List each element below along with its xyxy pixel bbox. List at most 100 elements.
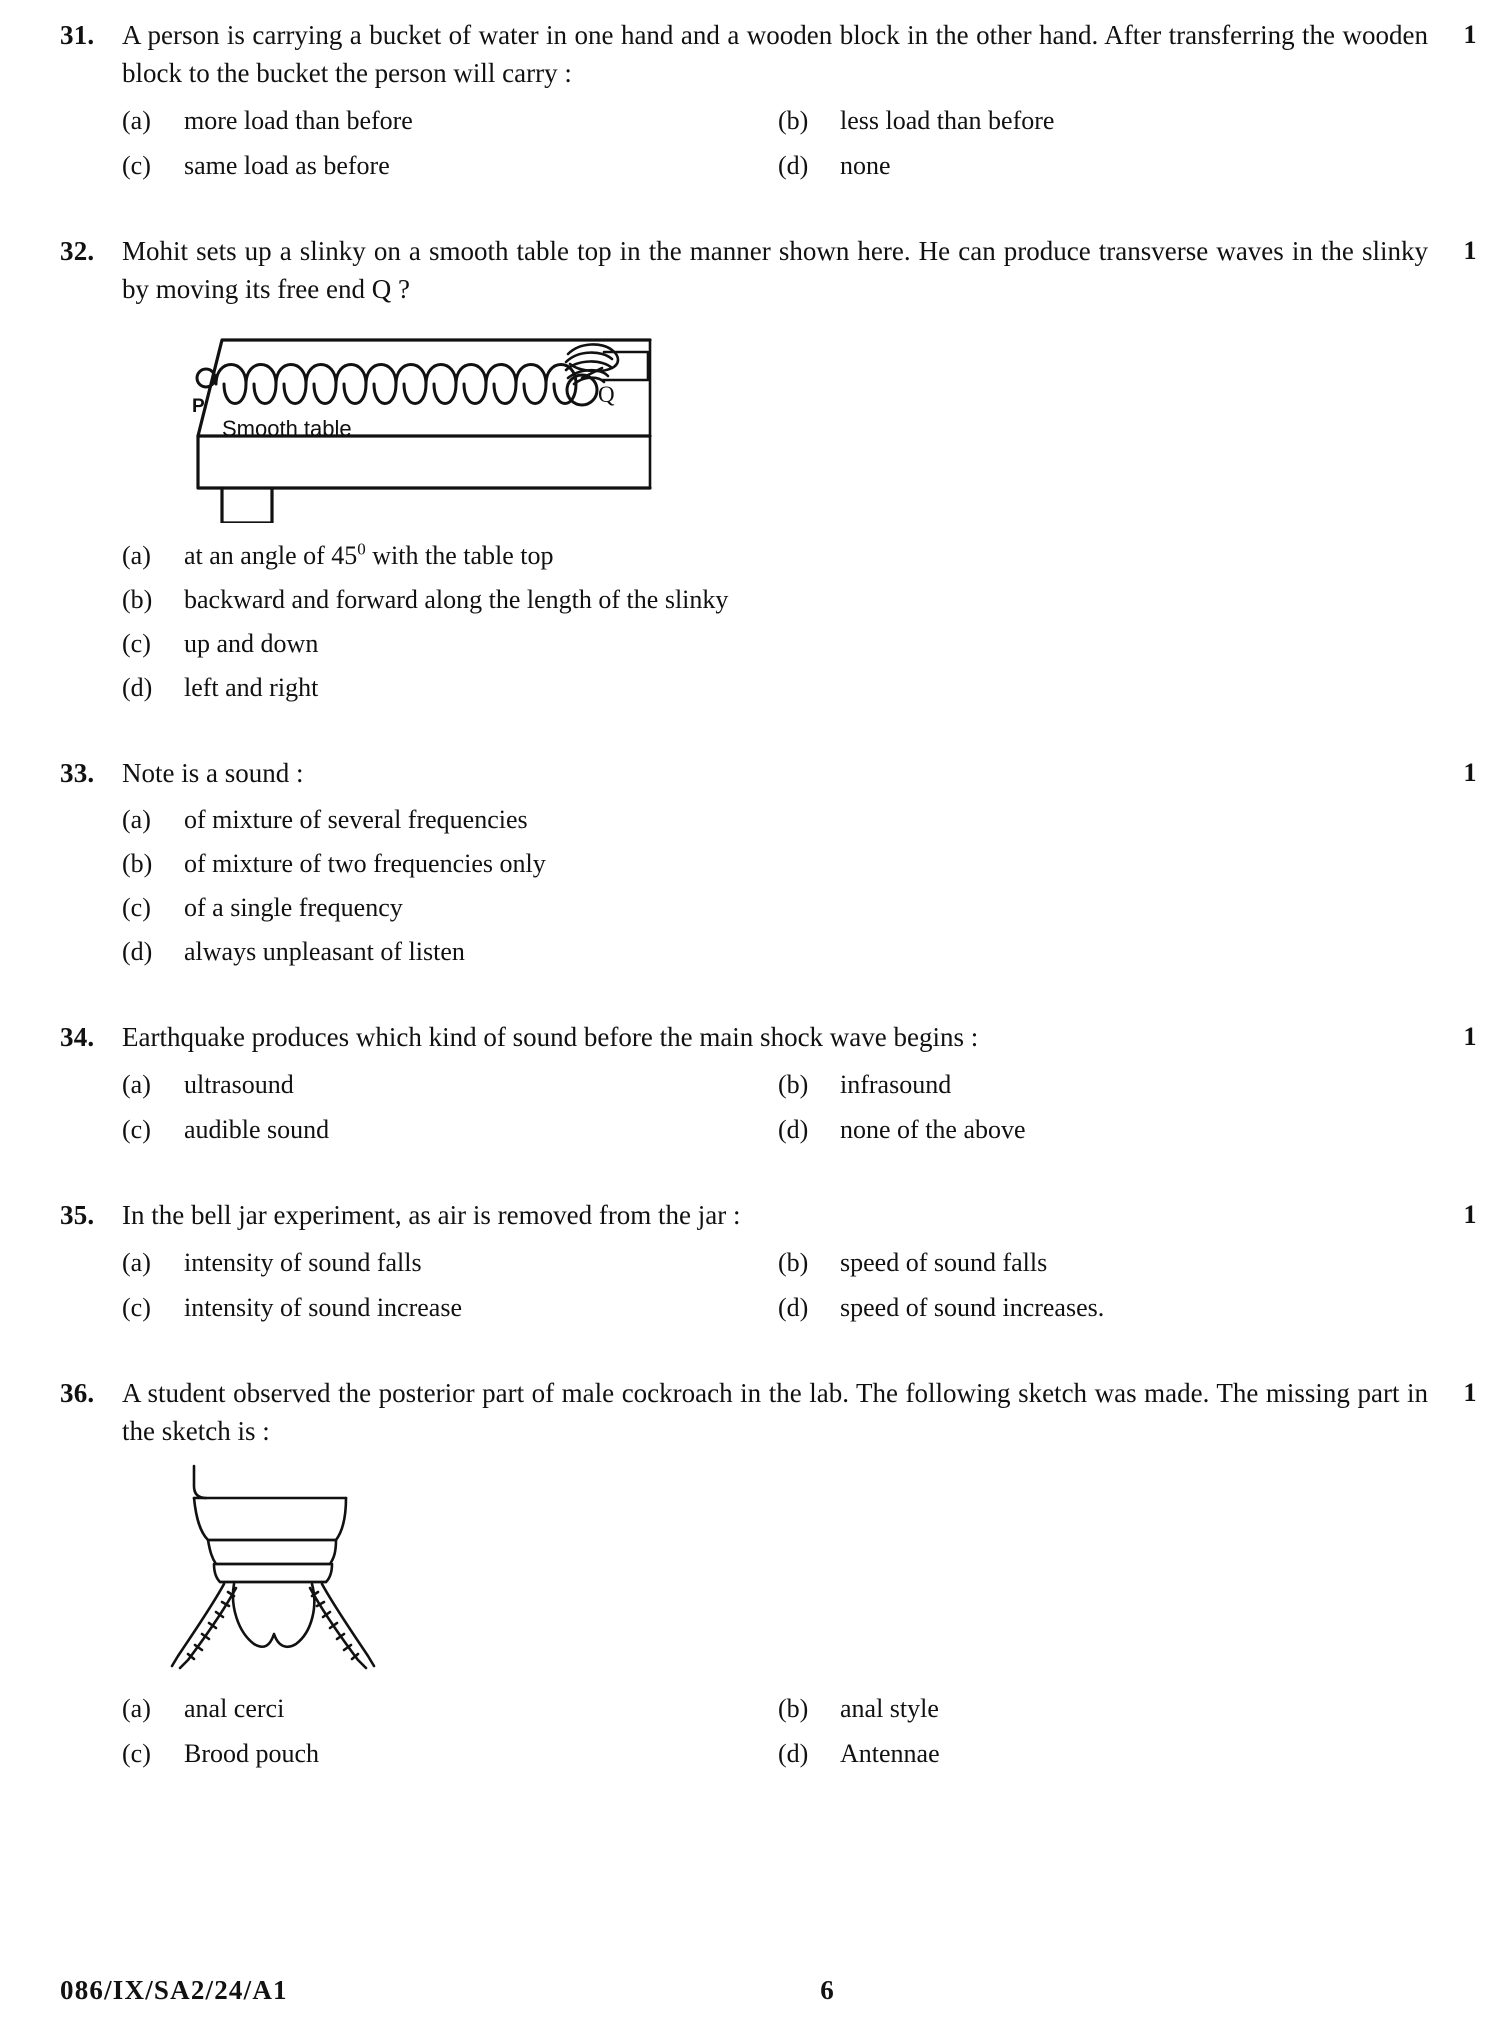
- option-key: (b): [778, 106, 809, 135]
- option-b[interactable]: (b) less load than before: [778, 98, 1434, 143]
- option-label: of mixture of several frequencies: [184, 805, 528, 834]
- option-key: (c): [122, 1115, 151, 1144]
- option-d[interactable]: (d) speed of sound increases.: [778, 1285, 1434, 1330]
- question-32: 32. Mohit sets up a slinky on a smooth t…: [0, 232, 1504, 710]
- option-key: (c): [122, 629, 151, 658]
- option-row: (a) more load than before (b) less load …: [122, 98, 1434, 143]
- question-stem: Note is a sound :: [122, 758, 304, 788]
- question-body: Earthquake produces which kind of sound …: [122, 1018, 1434, 1152]
- option-d[interactable]: (d) left and right: [122, 666, 1434, 710]
- spacer: [0, 188, 1504, 232]
- option-key: (d): [122, 673, 153, 702]
- option-key: (b): [778, 1070, 809, 1099]
- options-list: (a) ultrasound (b) infrasound (c) audibl…: [122, 1062, 1434, 1152]
- option-b[interactable]: (b) backward and forward along the lengt…: [122, 578, 1434, 622]
- option-key: (a): [122, 1248, 151, 1277]
- options-list: (a) at an angle of 450 with the table to…: [122, 534, 1434, 710]
- option-row: (a) ultrasound (b) infrasound: [122, 1062, 1434, 1107]
- paper-code: 086/IX/SA2/24/A1: [60, 1975, 288, 2005]
- question-stem: Earthquake produces which kind of sound …: [122, 1022, 979, 1052]
- option-key: (a): [122, 1694, 151, 1723]
- option-key: (b): [778, 1694, 809, 1723]
- option-label: ultrasound: [184, 1070, 294, 1099]
- option-b[interactable]: (b) infrasound: [778, 1062, 1434, 1107]
- spacer: [0, 710, 1504, 754]
- option-c[interactable]: (c) Brood pouch: [122, 1731, 778, 1776]
- question-35: 35. In the bell jar experiment, as air i…: [0, 1196, 1504, 1330]
- option-c[interactable]: (c) up and down: [122, 622, 1434, 666]
- question-number: 34.: [60, 1022, 95, 1052]
- question-stem: A person is carrying a bucket of water i…: [122, 20, 1428, 88]
- option-key: (a): [122, 805, 151, 834]
- option-a[interactable]: (a) anal cerci: [122, 1686, 778, 1731]
- question-number: 36.: [60, 1378, 95, 1408]
- option-c[interactable]: (c) intensity of sound increase: [122, 1285, 778, 1330]
- option-label: backward and forward along the length of…: [184, 585, 729, 614]
- spacer: [0, 1330, 1504, 1374]
- option-b[interactable]: (b) anal style: [778, 1686, 1434, 1731]
- label-Q: Q: [598, 382, 615, 407]
- option-c[interactable]: (c) same load as before: [122, 143, 778, 188]
- option-d[interactable]: (d) always unpleasant of listen: [122, 930, 1434, 974]
- option-label: of mixture of two frequencies only: [184, 849, 546, 878]
- question-body: Mohit sets up a slinky on a smooth table…: [122, 232, 1434, 710]
- question-stem: In the bell jar experiment, as air is re…: [122, 1200, 741, 1230]
- option-label-superscript: 0: [357, 539, 366, 559]
- option-label: intensity of sound increase: [184, 1293, 462, 1322]
- option-key: (d): [122, 937, 153, 966]
- option-key: (d): [778, 1293, 809, 1322]
- question-34: 34. Earthquake produces which kind of so…: [0, 1018, 1504, 1152]
- option-row: (c) intensity of sound increase (d) spee…: [122, 1285, 1434, 1330]
- option-d[interactable]: (d) Antennae: [778, 1731, 1434, 1776]
- option-key: (c): [122, 1739, 151, 1768]
- question-marks: 1: [1463, 1200, 1477, 1229]
- options-list: (a) of mixture of several frequencies (b…: [122, 798, 1434, 974]
- option-label: audible sound: [184, 1115, 330, 1144]
- question-stem: Mohit sets up a slinky on a smooth table…: [122, 236, 1428, 304]
- option-b[interactable]: (b) of mixture of two frequencies only: [122, 842, 1434, 886]
- label-smooth-table: Smooth table: [222, 416, 352, 441]
- options-list: (a) more load than before (b) less load …: [122, 98, 1434, 188]
- spacer: [0, 0, 1504, 16]
- option-b[interactable]: (b) speed of sound falls: [778, 1240, 1434, 1285]
- option-label: Antennae: [840, 1739, 940, 1768]
- question-number: 35.: [60, 1200, 95, 1230]
- slinky-figure-svg: P Q Smooth table: [192, 338, 652, 525]
- option-key: (c): [122, 893, 151, 922]
- option-label: none: [840, 151, 891, 180]
- option-a[interactable]: (a) of mixture of several frequencies: [122, 798, 1434, 842]
- question-31: 31. A person is carrying a bucket of wat…: [0, 16, 1504, 188]
- slinky-on-table-diagram: P Q Smooth table: [150, 318, 1434, 528]
- option-key: (d): [778, 151, 809, 180]
- option-label-tail: with the table top: [365, 541, 554, 570]
- question-body: A student observed the posterior part of…: [122, 1374, 1434, 1776]
- option-key: (b): [778, 1248, 809, 1277]
- question-stem: A student observed the posterior part of…: [122, 1378, 1428, 1446]
- option-label: left and right: [184, 673, 319, 702]
- question-marks: 1: [1463, 1378, 1477, 1407]
- option-label: speed of sound falls: [840, 1248, 1048, 1277]
- option-c[interactable]: (c) audible sound: [122, 1107, 778, 1152]
- option-label: none of the above: [840, 1115, 1026, 1144]
- page-footer: 086/IX/SA2/24/A1 6: [60, 1975, 1434, 2006]
- option-a[interactable]: (a) ultrasound: [122, 1062, 778, 1107]
- option-label: at an angle of 450 with the table top: [184, 534, 1434, 578]
- option-c[interactable]: (c) of a single frequency: [122, 886, 1434, 930]
- option-d[interactable]: (d) none of the above: [778, 1107, 1434, 1152]
- option-key: (a): [122, 106, 151, 135]
- option-a[interactable]: (a) intensity of sound falls: [122, 1240, 778, 1285]
- option-row: (c) same load as before (d) none: [122, 143, 1434, 188]
- option-a[interactable]: (a) at an angle of 450 with the table to…: [122, 534, 1434, 578]
- page-number: 6: [820, 1975, 834, 2005]
- option-label: up and down: [184, 629, 319, 658]
- option-label: Brood pouch: [184, 1739, 320, 1768]
- question-body: A person is carrying a bucket of water i…: [122, 16, 1434, 188]
- option-a[interactable]: (a) more load than before: [122, 98, 778, 143]
- question-number: 32.: [60, 236, 95, 266]
- option-label: always unpleasant of listen: [184, 937, 465, 966]
- option-key: (d): [778, 1115, 809, 1144]
- option-d[interactable]: (d) none: [778, 143, 1434, 188]
- option-label: less load than before: [840, 106, 1055, 135]
- option-row: (a) anal cerci (b) anal style: [122, 1686, 1434, 1731]
- question-33: 33. Note is a sound : (a) of mixture of …: [0, 754, 1504, 974]
